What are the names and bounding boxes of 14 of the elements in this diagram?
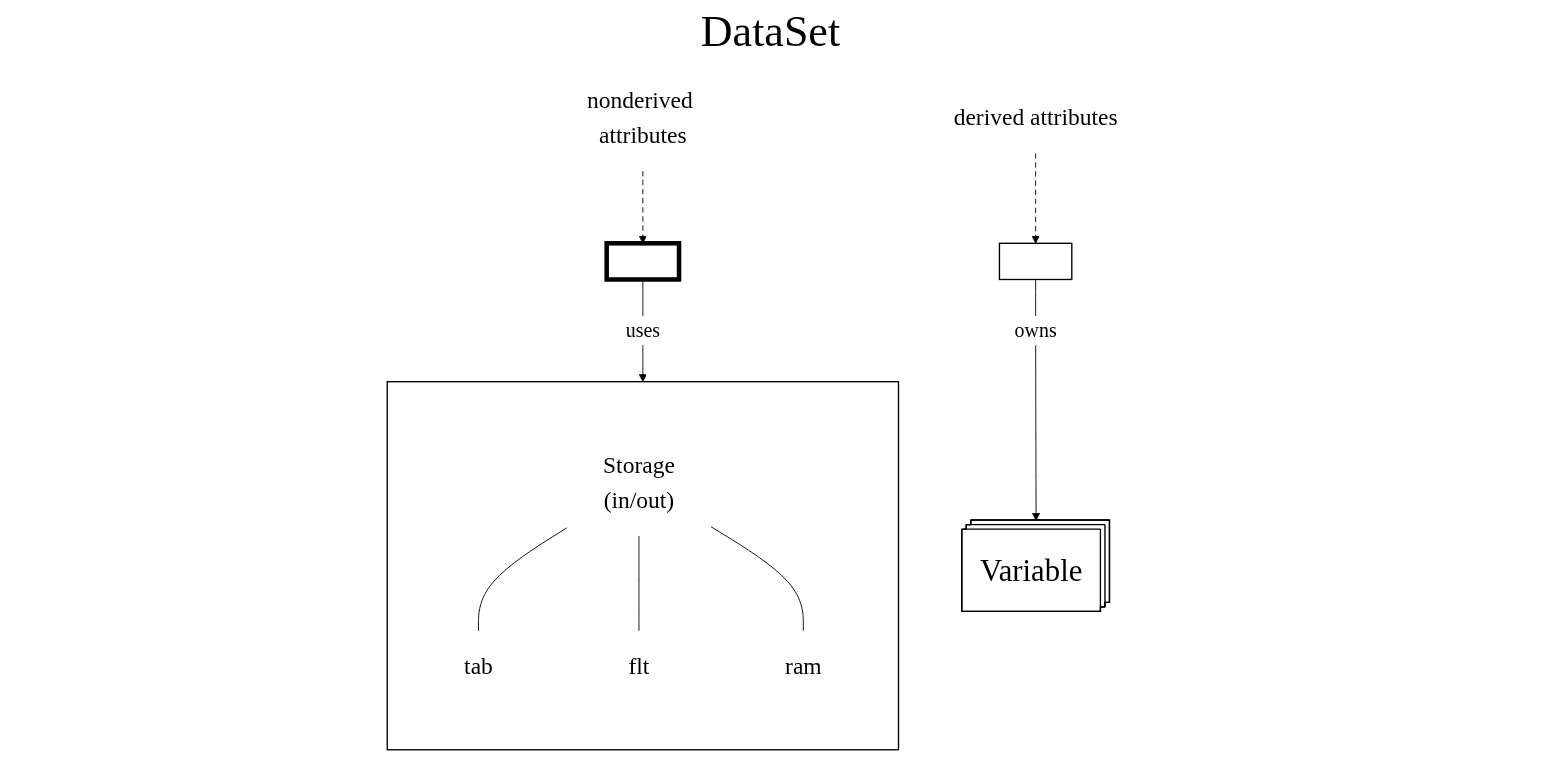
node-text: Storage (in/out)	[603, 451, 675, 514]
cluster	[386, 381, 900, 751]
diagram-title: DataSet	[699, 6, 842, 57]
connector	[478, 527, 568, 632]
node-text: ram	[785, 653, 822, 680]
node-text: nonderived attributes	[587, 86, 693, 149]
node-text: tab	[464, 653, 493, 680]
connector	[710, 526, 804, 632]
node-text: flt	[628, 653, 650, 680]
node-box	[604, 241, 682, 282]
node-text: derived attributes	[953, 104, 1118, 131]
edge-label: owns	[1014, 319, 1057, 342]
node-box	[998, 242, 1073, 281]
edge-label: uses	[625, 319, 660, 342]
